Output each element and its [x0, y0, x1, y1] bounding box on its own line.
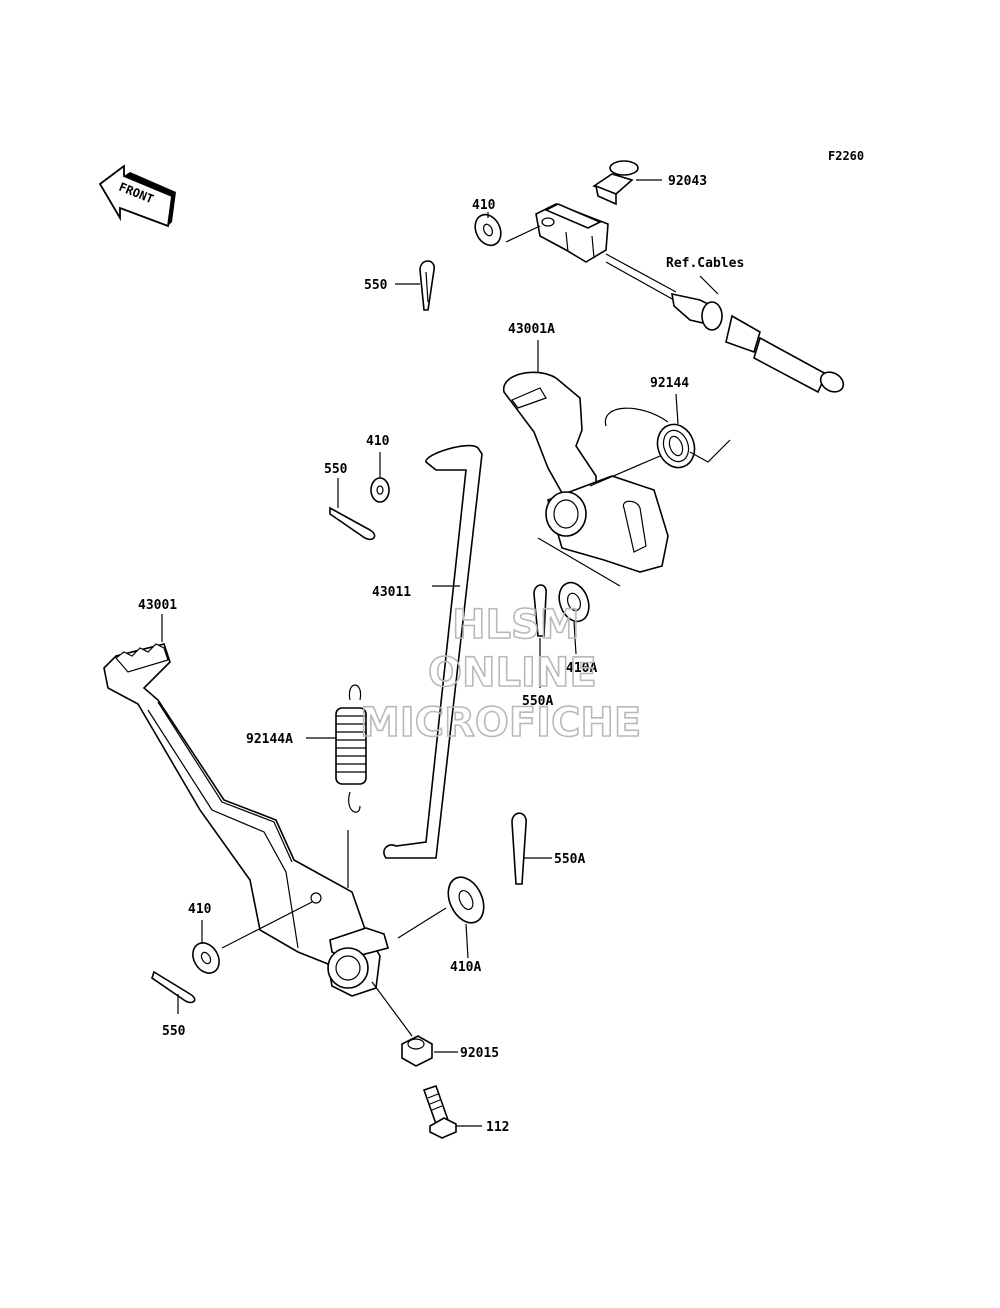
clevis-pin-part[interactable]	[592, 160, 662, 206]
washer-410-low[interactable]	[188, 938, 225, 978]
part-label-410a-mid: 410A	[566, 661, 597, 676]
torsion-spring-92144[interactable]	[604, 393, 731, 473]
cotter-pin-550a-low[interactable]	[511, 812, 527, 885]
cable-clevis-part[interactable]	[535, 203, 609, 263]
part-label-92144a: 92144A	[246, 732, 293, 747]
watermark-line1: HLSM	[452, 602, 580, 648]
figure-code: F2260	[828, 149, 864, 163]
part-label-410-low: 410	[188, 902, 212, 917]
part-label-43001: 43001	[138, 598, 177, 613]
part-label-550a-low: 550A	[554, 852, 585, 867]
part-label-410a-low: 410A	[450, 960, 481, 975]
brake-cable-part[interactable]	[605, 253, 847, 396]
part-label-410-mid: 410	[366, 434, 390, 449]
washer-410a-low[interactable]	[441, 871, 490, 928]
part-label-43001a: 43001A	[508, 322, 555, 337]
brake-lever-43001a[interactable]	[503, 340, 669, 587]
front-arrow-icon: FRONT	[98, 164, 176, 228]
brake-rod-43011[interactable]	[383, 444, 483, 859]
part-label-410-top: 410	[472, 198, 496, 213]
part-label-550a-mid: 550A	[522, 694, 553, 709]
part-label-ref-cables: Ref.Cables	[666, 256, 744, 271]
nut-92015[interactable]	[401, 1035, 433, 1067]
cotter-pin-550-top[interactable]	[419, 260, 435, 311]
washer-410-mid[interactable]	[370, 477, 390, 503]
part-label-550-top: 550	[364, 278, 388, 293]
cotter-pin-550-mid[interactable]	[329, 506, 376, 541]
washer-410a-mid[interactable]	[554, 578, 594, 625]
part-label-43011: 43011	[372, 585, 411, 600]
watermark-line3: MICROFICHE	[360, 700, 641, 746]
cotter-pin-550a-mid[interactable]	[533, 584, 547, 637]
part-label-92043: 92043	[668, 174, 707, 189]
watermark-line2: ONLINE	[428, 650, 597, 696]
washer-410-top[interactable]	[470, 210, 505, 249]
part-label-112: 112	[486, 1120, 509, 1135]
watermark: HLSM ONLINE MICROFICHE	[359, 601, 642, 747]
cotter-pin-550-low[interactable]	[151, 970, 196, 1004]
part-label-92144: 92144	[650, 376, 689, 391]
part-label-92015: 92015	[460, 1046, 499, 1061]
part-label-550-low: 550	[162, 1024, 186, 1039]
return-spring-92144a[interactable]	[306, 684, 367, 888]
bolt-112[interactable]	[422, 1084, 457, 1139]
brake-pedal-43001[interactable]	[103, 614, 389, 997]
part-label-550-mid: 550	[324, 462, 348, 477]
